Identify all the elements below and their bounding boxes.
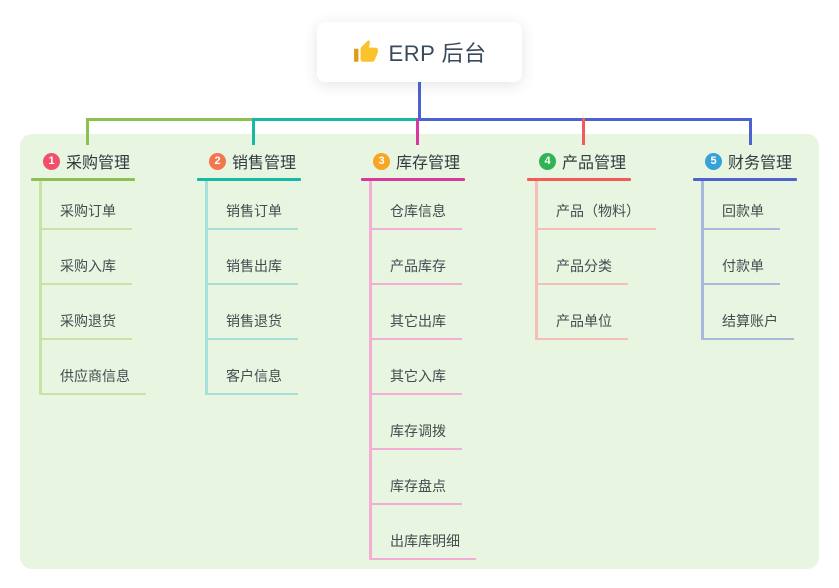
connector-drop-product bbox=[582, 118, 585, 145]
node-customer-info[interactable]: 客户信息 bbox=[208, 340, 327, 395]
node-product-stock[interactable]: 产品库存 bbox=[372, 230, 491, 285]
branch-product-underline bbox=[527, 178, 631, 181]
branch-inventory: 3 库存管理 仓库信息 产品库存 其它出库 其它入库 库存调拨 库存盘点 出库库… bbox=[361, 148, 491, 560]
branch-sales-header[interactable]: 2 销售管理 bbox=[197, 148, 327, 174]
branch-product: 4 产品管理 产品（物料） 产品分类 产品单位 bbox=[527, 148, 657, 340]
badge-2: 2 bbox=[209, 152, 226, 170]
node-supplier-info[interactable]: 供应商信息 bbox=[42, 340, 161, 395]
node-sales-outbound[interactable]: 销售出库 bbox=[208, 230, 327, 285]
node-other-outbound[interactable]: 其它出库 bbox=[372, 285, 491, 340]
branch-inventory-children: 仓库信息 产品库存 其它出库 其它入库 库存调拨 库存盘点 出库库明细 bbox=[369, 181, 491, 560]
node-stock-taking[interactable]: 库存盘点 bbox=[372, 450, 491, 505]
branch-finance-header[interactable]: 5 财务管理 bbox=[693, 148, 823, 174]
branch-finance-underline bbox=[693, 178, 797, 181]
node-settlement-account[interactable]: 结算账户 bbox=[704, 285, 823, 340]
node-sales-return[interactable]: 销售退货 bbox=[208, 285, 327, 340]
node-sales-order[interactable]: 销售订单 bbox=[208, 181, 327, 230]
branch-purchase: 1 采购管理 采购订单 采购入库 采购退货 供应商信息 bbox=[31, 148, 161, 395]
branch-sales-title: 销售管理 bbox=[232, 155, 297, 172]
node-product-unit[interactable]: 产品单位 bbox=[538, 285, 657, 340]
connector-drop-sales bbox=[252, 118, 255, 145]
branch-purchase-children: 采购订单 采购入库 采购退货 供应商信息 bbox=[39, 181, 161, 395]
connector-drop-finance bbox=[749, 118, 752, 145]
branch-product-header[interactable]: 4 产品管理 bbox=[527, 148, 657, 174]
node-product-material[interactable]: 产品（物料） bbox=[538, 181, 657, 230]
node-purchase-inbound[interactable]: 采购入库 bbox=[42, 230, 161, 285]
connector-root-drop bbox=[418, 82, 421, 121]
badge-5: 5 bbox=[705, 152, 722, 170]
node-purchase-order[interactable]: 采购订单 bbox=[42, 181, 161, 230]
badge-4: 4 bbox=[539, 152, 556, 170]
node-receipt-order[interactable]: 回款单 bbox=[704, 181, 823, 230]
badge-1: 1 bbox=[43, 152, 60, 170]
branch-sales-children: 销售订单 销售出库 销售退货 客户信息 bbox=[205, 181, 327, 395]
branch-purchase-underline bbox=[31, 178, 135, 181]
node-purchase-return[interactable]: 采购退货 bbox=[42, 285, 161, 340]
connector-bus-sales bbox=[255, 118, 419, 121]
connector-drop-inventory bbox=[416, 118, 419, 145]
branch-sales: 2 销售管理 销售订单 销售出库 销售退货 客户信息 bbox=[197, 148, 327, 395]
badge-3: 3 bbox=[373, 152, 390, 170]
node-stock-transfer[interactable]: 库存调拨 bbox=[372, 395, 491, 450]
node-other-inbound[interactable]: 其它入库 bbox=[372, 340, 491, 395]
branch-product-children: 产品（物料） 产品分类 产品单位 bbox=[535, 181, 657, 340]
node-payment-order[interactable]: 付款单 bbox=[704, 230, 823, 285]
branch-purchase-header[interactable]: 1 采购管理 bbox=[31, 148, 161, 174]
branch-finance: 5 财务管理 回款单 付款单 结算账户 bbox=[693, 148, 823, 340]
branch-sales-underline bbox=[197, 178, 301, 181]
branch-product-title: 产品管理 bbox=[562, 155, 627, 172]
branch-purchase-title: 采购管理 bbox=[66, 155, 131, 172]
thumbs-up-icon bbox=[353, 40, 378, 62]
node-outbound-detail[interactable]: 出库库明细 bbox=[372, 505, 491, 560]
node-warehouse-info[interactable]: 仓库信息 bbox=[372, 181, 491, 230]
node-product-category[interactable]: 产品分类 bbox=[538, 230, 657, 285]
mindmap-panel bbox=[20, 134, 819, 569]
branch-inventory-header[interactable]: 3 库存管理 bbox=[361, 148, 491, 174]
branch-inventory-title: 库存管理 bbox=[396, 155, 461, 172]
branch-finance-children: 回款单 付款单 结算账户 bbox=[701, 181, 823, 340]
branch-finance-title: 财务管理 bbox=[728, 155, 793, 172]
branch-inventory-underline bbox=[361, 178, 465, 181]
connector-bus-purchase bbox=[86, 118, 255, 121]
connector-drop-purchase bbox=[86, 118, 89, 145]
root-node-erp[interactable]: ERP 后台 bbox=[317, 22, 522, 82]
root-title: ERP 后台 bbox=[388, 41, 487, 66]
connector-bus-finance bbox=[419, 118, 752, 121]
